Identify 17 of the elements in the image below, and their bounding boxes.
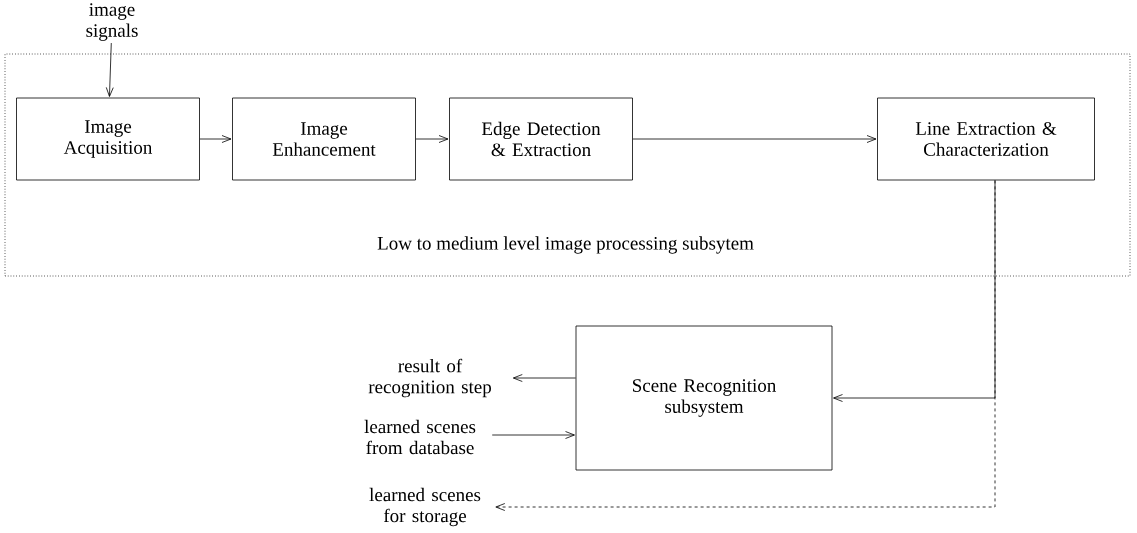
process-box: Edge Detection & Extraction <box>449 97 633 181</box>
text-label: result of recognition step <box>368 358 491 398</box>
arrow <box>833 180 996 402</box>
arrow <box>632 135 877 143</box>
process-box: Image Enhancement <box>232 97 416 181</box>
arrow <box>199 135 232 143</box>
arrow <box>512 374 576 382</box>
process-box: Image Acquisition <box>16 97 200 181</box>
arrow <box>415 135 449 143</box>
arrow <box>491 431 575 439</box>
text-label: learned scenes for storage <box>369 487 481 527</box>
text-label: learned scenes from database <box>364 419 476 455</box>
dashed-arrow <box>495 180 996 511</box>
arrow <box>105 42 114 97</box>
process-box: Line Extraction & Characterization <box>877 97 1095 181</box>
process-box: Scene Recognition subsystem <box>575 325 833 471</box>
text-label: image signals <box>86 3 138 41</box>
